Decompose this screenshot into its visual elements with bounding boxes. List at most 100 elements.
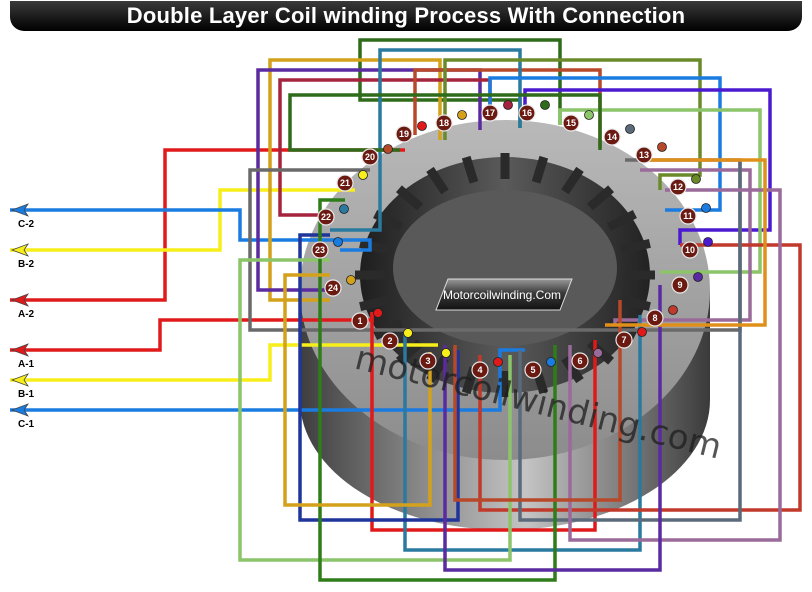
lead-arrow-icon [10, 293, 30, 307]
lead-a-2: A-2 [10, 293, 35, 320]
coil-wire [568, 188, 782, 542]
slot-label-9: 9 [671, 276, 689, 294]
slot-end-marker [703, 237, 713, 247]
lead-label: B-2 [18, 259, 35, 270]
slot-label-23: 23 [311, 241, 329, 259]
slot-end-marker [657, 142, 667, 152]
coil-wire [613, 168, 752, 325]
slot-number: 17 [485, 108, 495, 118]
slot-badge [524, 361, 542, 379]
coil-wire [10, 343, 438, 382]
coil-wire [478, 243, 802, 512]
lead-c-2: C-2 [10, 203, 35, 230]
coil-wire [370, 312, 597, 532]
slot-end-marker [584, 110, 594, 120]
lead-arrow-icon [10, 243, 30, 257]
slot-label-5: 5 [524, 361, 542, 379]
coil-wire [558, 108, 762, 274]
slot-badge [615, 331, 633, 349]
stator-slot [426, 355, 449, 384]
slot-end-marker [691, 174, 701, 184]
slot-label-7: 7 [615, 331, 633, 349]
coil-wire [443, 58, 702, 190]
slot-label-6: 6 [571, 352, 589, 370]
brand-badge: Motorcoilwinding.Com [435, 278, 573, 311]
slot-end-marker [637, 327, 647, 337]
lead-b-1: B-1 [10, 373, 35, 400]
stator-slot [359, 239, 391, 255]
slot-badge [336, 174, 354, 192]
slot-label-22: 22 [317, 208, 335, 226]
slot-number: 8 [652, 313, 657, 323]
slot-end-marker [441, 348, 451, 358]
slot-label-15: 15 [562, 114, 580, 132]
slot-number: 16 [522, 108, 532, 118]
slot-number: 21 [340, 178, 350, 188]
stator-slot [561, 355, 584, 384]
slot-badge [681, 241, 699, 259]
stator-slot [426, 166, 449, 195]
slot-number: 2 [387, 336, 392, 346]
slot-end-marker [383, 144, 393, 154]
slot-badge [311, 241, 329, 259]
slot-number: 6 [577, 356, 582, 366]
slot-end-marker [503, 100, 513, 110]
coil-wire [298, 233, 460, 522]
slot-end-marker [417, 121, 427, 131]
slot-end-marker [625, 124, 635, 134]
slot-badge [324, 279, 342, 297]
slot-badge [361, 148, 379, 166]
lead-c-1: C-1 [10, 403, 35, 430]
slot-badge [435, 114, 453, 132]
stator-slot [561, 166, 584, 195]
coil-wire [10, 348, 525, 412]
slot-label-3: 3 [419, 352, 437, 370]
stator-slot [461, 155, 479, 184]
slot-number: 14 [607, 132, 617, 142]
slot-badge [518, 104, 536, 122]
slot-number: 13 [639, 150, 649, 160]
slot-end-marker [403, 328, 413, 338]
slot-label-2: 2 [381, 332, 399, 350]
coil-wire [283, 273, 432, 507]
slot-end-marker [339, 204, 349, 214]
slot-number: 12 [673, 182, 683, 192]
stator-slot [531, 155, 549, 184]
slot-end-marker [593, 348, 603, 358]
slot-number: 15 [566, 118, 576, 128]
stator-slot [619, 295, 651, 311]
slot-number: 11 [683, 211, 693, 221]
coil-wire [10, 148, 405, 302]
slot-label-16: 16 [518, 104, 536, 122]
slot-label-14: 14 [603, 128, 621, 146]
slot-badge [419, 352, 437, 370]
slot-label-18: 18 [435, 114, 453, 132]
slot-end-marker [668, 305, 678, 315]
slot-badge [395, 125, 413, 143]
slot-badge [351, 312, 369, 330]
slot-badge [481, 104, 499, 122]
slot-number: 5 [530, 365, 535, 375]
slot-label-20: 20 [361, 148, 379, 166]
badge-text: Motorcoilwinding.Com [443, 288, 561, 302]
slot-badge [381, 332, 399, 350]
coil-wire [10, 208, 372, 252]
lead-label: B-1 [18, 389, 35, 400]
coil-wire [403, 315, 642, 552]
slot-badge [669, 178, 687, 196]
coil-wire [443, 285, 662, 572]
slot-label-21: 21 [336, 174, 354, 192]
slot-end-marker [693, 272, 703, 282]
slot-number: 9 [677, 280, 682, 290]
slot-badge [471, 361, 489, 379]
slot-markers [333, 100, 713, 367]
slot-end-marker [493, 357, 503, 367]
slot-label-8: 8 [646, 309, 664, 327]
lead-b-2: B-2 [10, 243, 35, 270]
coil-wire [10, 188, 355, 252]
coil-wire [288, 93, 602, 152]
slot-number: 19 [399, 129, 409, 139]
coil-wire [518, 160, 742, 522]
